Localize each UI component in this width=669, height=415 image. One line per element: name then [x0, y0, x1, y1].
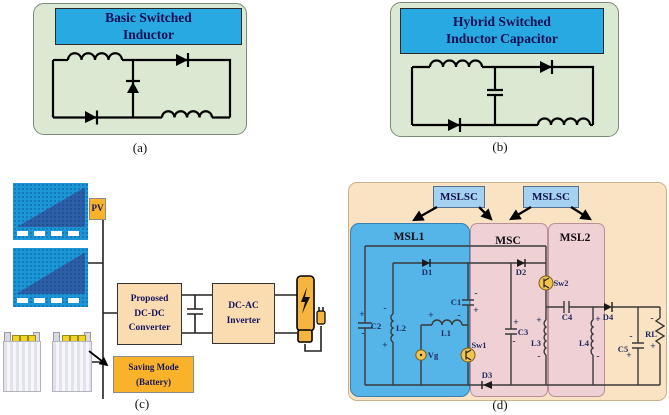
mslsc-label-1: MSLSC — [440, 191, 478, 203]
pv-module-1 — [13, 183, 88, 240]
panel-b-title: Hybrid Switched Inductor Capacitor — [400, 8, 604, 54]
panel-a-title-line1: Basic Switched — [105, 9, 192, 25]
caption-c: (c) — [134, 396, 150, 411]
polarity-c2-plus: + — [359, 310, 365, 320]
polarity-c1-minus: - — [474, 289, 478, 299]
inverter-line2: Inverter — [226, 315, 261, 326]
battery-body — [3, 341, 41, 392]
label-d4: D4 — [602, 312, 614, 322]
saving-line2: (Battery) — [136, 376, 171, 387]
msl1-region — [350, 223, 470, 397]
label-sw2: Sw2 — [553, 278, 569, 288]
pv-frame-dashes — [16, 231, 85, 237]
saving-line1: Saving Mode — [128, 362, 179, 373]
label-sw1: Sw1 — [471, 340, 487, 350]
label-d2: D2 — [515, 267, 527, 277]
battery-1 — [3, 332, 41, 392]
pv-label: PV — [91, 203, 104, 214]
polarity-c3-minus: - — [512, 337, 516, 347]
mslsc-controller-box-2: MSLSC — [523, 186, 579, 208]
label-d3: D3 — [481, 370, 493, 380]
polarity-l1-minus: - — [457, 311, 461, 321]
dc-ac-inverter-box: DC-AC Inverter — [212, 283, 275, 344]
polarity-l3-minus: - — [537, 352, 541, 362]
polarity-l4-plus: + — [595, 315, 601, 325]
converter-line1: Proposed — [130, 293, 169, 304]
label-c1: C1 — [450, 297, 462, 307]
caption-a: (a) — [132, 140, 148, 155]
saving-mode-box: Saving Mode (Battery) — [113, 356, 194, 393]
polarity-c5-plus: + — [626, 351, 632, 361]
mslsc-controller-box-1: MSLSC — [433, 186, 485, 208]
converter-line2: DC-DC — [134, 308, 165, 319]
converter-line3: Converter — [128, 323, 171, 334]
panel-b-title-line2: Inductor Capacitor — [446, 31, 558, 46]
polarity-rl-plus: + — [650, 342, 656, 352]
label-l4: L4 — [579, 338, 589, 348]
caption-d: (d) — [492, 397, 508, 412]
msc-title: MSC — [495, 235, 521, 247]
polarity-l3-plus: + — [536, 316, 542, 326]
pv-cell-dots — [13, 183, 88, 240]
label-c4: C4 — [561, 312, 573, 322]
polarity-l2-plus: + — [382, 341, 388, 351]
panel-b-title-line1: Hybrid Switched — [453, 14, 551, 30]
plug-icon — [316, 310, 326, 325]
polarity-c5-minus: - — [629, 332, 633, 342]
caption-b: (b) — [492, 139, 508, 154]
pv-frame-dashes — [16, 297, 85, 303]
mslsc-label-2: MSLSC — [532, 191, 570, 203]
battery-2 — [52, 332, 92, 392]
label-l3: L3 — [531, 338, 541, 348]
label-rl: RL — [645, 329, 657, 339]
msl1-title: MSL1 — [393, 231, 425, 243]
polarity-l1-plus: + — [428, 311, 434, 321]
panel-a-title: Basic Switched Inductor — [55, 8, 242, 45]
polarity-c2-minus: - — [361, 329, 365, 339]
ev-charger-icon — [296, 275, 326, 343]
inverter-line1: DC-AC — [228, 300, 259, 311]
polarity-rl-minus: - — [650, 314, 654, 324]
label-vg: Vg — [427, 350, 439, 360]
label-c3: C3 — [517, 327, 529, 337]
pv-cell-dots — [13, 248, 88, 307]
label-c2: C2 — [370, 321, 382, 331]
msl2-title: MSL2 — [559, 232, 591, 244]
polarity-l2-minus: - — [383, 304, 387, 314]
panel-a-title-line2: Inductor — [122, 26, 174, 42]
proposed-converter-box: Proposed DC-DC Converter — [117, 283, 182, 345]
label-l2: L2 — [396, 323, 406, 333]
pv-label-box: PV — [89, 198, 106, 220]
label-d1: D1 — [421, 267, 433, 277]
polarity-c1-plus: + — [473, 306, 479, 316]
label-c5: C5 — [617, 344, 629, 354]
battery-body — [52, 341, 92, 392]
label-l1: L1 — [441, 328, 451, 338]
pv-module-2 — [13, 248, 88, 307]
polarity-c3-plus: + — [513, 318, 519, 328]
msl2-region — [548, 223, 605, 397]
polarity-l4-minus: - — [596, 352, 600, 362]
dc-link-capacitor-icon — [187, 308, 203, 315]
